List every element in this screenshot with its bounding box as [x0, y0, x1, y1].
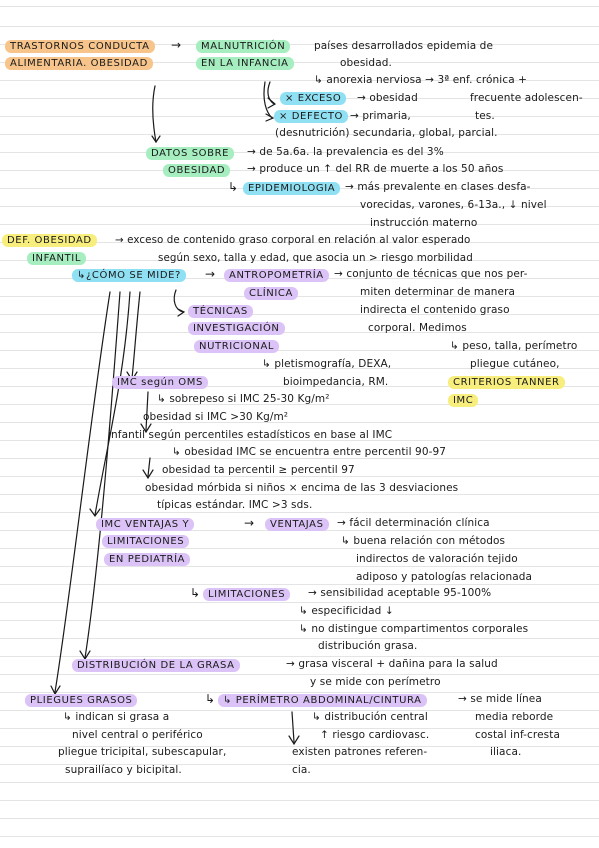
perimetro-text-2: media reborde	[475, 711, 554, 723]
corner-arrow-glyph: ↳	[228, 180, 239, 194]
antropometria-label-2: CLÍNICA	[244, 287, 298, 300]
pliegues-text-3: pliegue tricipital, subescapular,	[58, 746, 227, 758]
dist-text-2: y se mide con perímetro	[310, 676, 441, 688]
datos-text-2: → produce un ↑ del RR de muerte a los 50…	[247, 163, 504, 175]
arrow-glyph: →	[244, 516, 255, 530]
imc-ventajas-label-2: LIMITACIONES	[102, 535, 190, 548]
corner-arrow-glyph: ↳	[205, 692, 216, 706]
antro-text-1: → conjunto de técnicas que nos per-	[334, 268, 528, 280]
criterios-tanner-label: CRITERIOS TANNER	[448, 376, 565, 389]
topic-title-line1: TRASTORNOS CONDUCTA	[5, 40, 155, 53]
antro-text-2: miten determinar de manera	[360, 286, 516, 298]
anorexia-line1: ↳ anorexia nerviosa → 3ª enf. crónica +	[314, 74, 528, 86]
defecto-text: → primaria,	[350, 110, 411, 122]
antro-text-4: corporal. Medimos	[368, 322, 467, 334]
def-text-1: → exceso de contenido graso corporal en …	[115, 234, 471, 246]
def-obesidad-label-2: INFANTIL	[27, 252, 87, 265]
defecto-label: × DEFECTO	[274, 110, 349, 123]
perimetro-text-3: costal inf-cresta	[475, 729, 560, 741]
topic-title-line2: ALIMENTARIA. OBESIDAD	[5, 57, 153, 70]
def-text-2: según sexo, talla y edad, que asocia un …	[158, 252, 473, 264]
exceso-text: → obesidad	[357, 92, 418, 104]
def-obesidad-label-1: DEF. OBESIDAD	[2, 234, 97, 247]
perimetro-text-1: → se mide línea	[458, 693, 542, 705]
pliegues-text-2: nivel central o periférico	[72, 729, 203, 741]
sobrepeso-text: ↳ sobrepeso si IMC 25-30 Kg/m²	[157, 393, 330, 405]
limit-text-2: ↳ especificidad ↓	[299, 605, 394, 617]
ventajas-label: VENTAJAS	[265, 518, 329, 531]
pliegues-grasos-label: PLIEGUES GRASOS	[25, 694, 138, 707]
desnutricion-text: (desnutrición) secundaria, global, parci…	[275, 127, 498, 139]
ventajas-text-1: → fácil determinación clínica	[337, 517, 490, 529]
pliegues-text-1: ↳ indican si grasa a	[63, 711, 170, 723]
antro-text-3: indirecta el contenido graso	[360, 304, 510, 316]
malnutricion-label-1: MALNUTRICIÓN	[196, 40, 291, 53]
antropometria-label-1: ANTROPOMETRÍA	[224, 269, 329, 282]
imc-ventajas-label-3: EN PEDIATRÍA	[104, 553, 191, 566]
epi-text-3: instrucción materno	[370, 217, 478, 229]
datos-label-1: DATOS SOBRE	[146, 147, 235, 160]
paises-line2: obesidad.	[340, 57, 392, 69]
perimetro-abdominal-label: ↳ PERÍMETRO ABDOMINAL/CINTURA	[218, 694, 427, 707]
malnutricion-label-2: EN LA INFANCIA	[196, 57, 294, 70]
tecnicas-label-3: NUTRICIONAL	[194, 340, 280, 353]
obesidad-entre-text: ↳ obesidad IMC se encuentra entre percen…	[172, 446, 447, 458]
obesidad-si-text: obesidad si IMC >30 Kg/m²	[143, 411, 289, 423]
epidemiologia-label: EPIDEMIOLOGIA	[243, 182, 341, 195]
anorexia-line3: tes.	[475, 110, 495, 122]
peso-text-2: pliegue cutáneo,	[470, 358, 560, 370]
perimetro-text-4: iliaca.	[490, 746, 522, 758]
datos-text-1: → de 5a.6a. la prevalencia es del 3%	[247, 146, 444, 158]
como-se-mide-label: ↳¿CÓMO SE MIDE?	[72, 269, 186, 282]
ventajas-text-2: ↳ buena relación con métodos	[341, 535, 506, 547]
limitaciones-label: LIMITACIONES	[203, 588, 291, 601]
infantil-percentiles-text: infantil según percentiles estadísticos …	[108, 429, 393, 441]
corner-arrow-glyph: ↳	[190, 586, 201, 600]
ventajas-text-3: indirectos de valoración tejido	[356, 553, 518, 565]
anorexia-line2: frecuente adolescen-	[470, 92, 583, 104]
limit-text-1: → sensibilidad aceptable 95-100%	[308, 587, 492, 599]
imc-ventajas-label-1: IMC VENTAJAS Y	[96, 518, 195, 531]
ventajas-text-4: adiposo y patologías relacionada	[356, 571, 533, 583]
central-text-4: cia.	[292, 764, 311, 776]
imc-oms-label: IMC según OMS	[112, 376, 208, 389]
dist-text-1: → grasa visceral + dañina para la salud	[286, 658, 498, 670]
limit-text-3: ↳ no distingue compartimentos corporales	[299, 623, 529, 635]
central-text-3: existen patrones referen-	[292, 746, 428, 758]
pletis-text-1: ↳ pletismografía, DEXA,	[262, 358, 392, 370]
limit-text-4: distribución grasa.	[318, 640, 418, 652]
morbida-text-1: obesidad mórbida si niños × encima de la…	[145, 482, 459, 494]
obesidad-ta-text: obesidad ta percentil ≥ percentil 97	[162, 464, 355, 476]
distribucion-grasa-label: DISTRIBUCIÓN DE LA GRASA	[72, 659, 240, 672]
imc-tanner-label: IMC	[448, 394, 479, 407]
tecnicas-label-2: INVESTIGACIÓN	[188, 322, 285, 335]
pletis-text-2: bioimpedancia, RM.	[283, 376, 389, 388]
peso-text-1: ↳ peso, talla, perímetro	[450, 340, 578, 352]
epi-text-2: vorecidas, varones, 6-13a., ↓ nivel	[360, 199, 547, 211]
pliegues-text-4: suprailíaco y bicipital.	[65, 764, 182, 776]
central-text-2: ↑ riesgo cardiovasc.	[320, 729, 430, 741]
arrow-glyph: →	[205, 267, 216, 281]
arrow-glyph: →	[171, 38, 182, 52]
morbida-text-2: típicas estándar. IMC >3 sds.	[157, 499, 313, 511]
central-text-1: ↳ distribución central	[312, 711, 428, 723]
exceso-label: × EXCESO	[280, 92, 347, 105]
tecnicas-label-1: TÉCNICAS	[188, 305, 253, 318]
paises-line1: países desarrollados epidemia de	[314, 40, 494, 52]
datos-label-2: OBESIDAD	[163, 164, 231, 177]
epi-text-1: → más prevalente en clases desfa-	[345, 181, 531, 193]
